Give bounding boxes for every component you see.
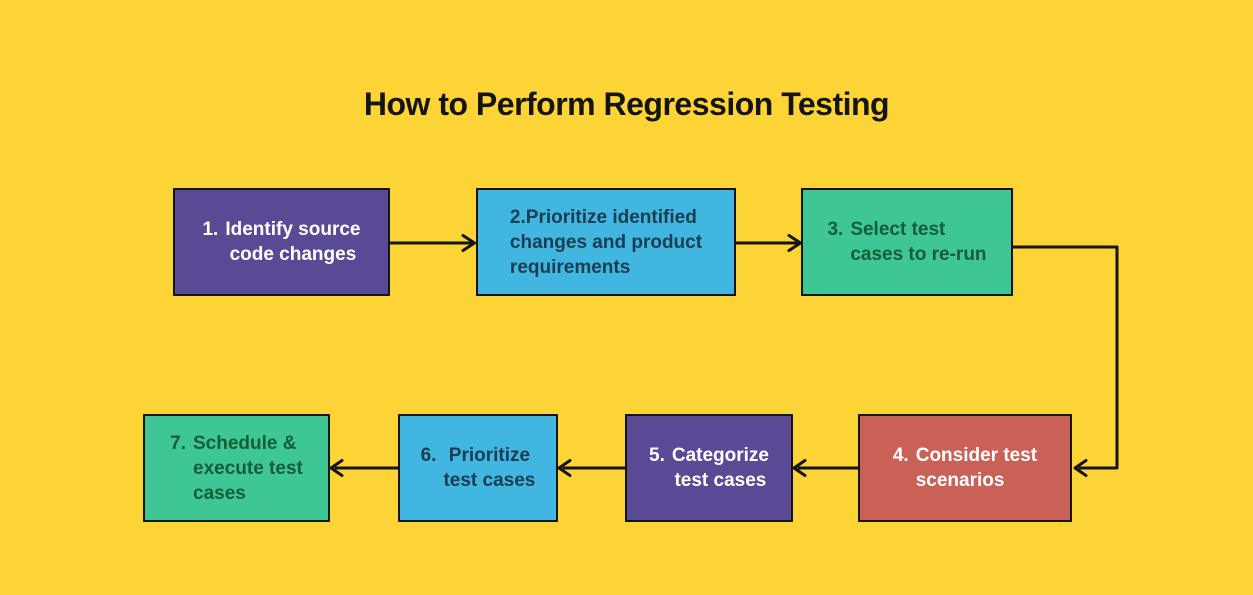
step-label: Prioritize identified changes and produc… <box>509 206 703 278</box>
step-label: Consider test scenarios <box>915 445 1038 491</box>
step-label: Schedule & execute test cases <box>193 432 303 504</box>
step-box-2: 2.Prioritize identified changes and prod… <box>476 188 736 296</box>
step-number: 5. <box>649 445 665 466</box>
step-box-6: 6. Prioritize test cases <box>398 414 558 522</box>
step-label: Select test cases to re-run <box>850 219 987 265</box>
arrow-step5-to-step6 <box>557 459 627 477</box>
step-number: 4. <box>892 445 909 466</box>
step-box-7: 7. Schedule & execute test cases <box>143 414 330 522</box>
step-label: Prioritize test cases <box>443 445 536 491</box>
step-number: 1. <box>202 219 219 240</box>
step-body: 5. Categorize test cases <box>649 443 769 493</box>
step-box-1: 1. Identify source code changes <box>173 188 390 296</box>
step-box-3: 3. Select test cases to re-run <box>801 188 1013 296</box>
diagram-title: How to Perform Regression Testing <box>363 86 890 123</box>
step-box-5: 5. Categorize test cases <box>625 414 793 522</box>
arrow-step6-to-step7 <box>329 459 400 477</box>
arrow-step1-to-step2 <box>388 234 476 252</box>
arrow-step4-to-step5 <box>792 459 860 477</box>
step-number: 7. <box>170 432 186 454</box>
arrow-step2-to-step3 <box>734 234 802 252</box>
step-body: 7. Schedule & execute test cases <box>170 431 303 506</box>
step-body: 2.Prioritize identified changes and prod… <box>510 205 702 280</box>
step-body: 6. Prioritize test cases <box>421 443 536 493</box>
step-number: 6. <box>420 445 437 466</box>
step-body: 3. Select test cases to re-run <box>827 217 986 267</box>
step-number: 2. <box>509 206 526 228</box>
step-label: Identify source code changes <box>225 219 361 265</box>
step-body: 1. Identify source code changes <box>202 217 360 267</box>
step-number: 3. <box>827 219 844 240</box>
step-box-4: 4. Consider test scenarios <box>858 414 1072 522</box>
step-label: Categorize test cases <box>671 445 769 491</box>
step-body: 4. Consider test scenarios <box>893 443 1037 493</box>
